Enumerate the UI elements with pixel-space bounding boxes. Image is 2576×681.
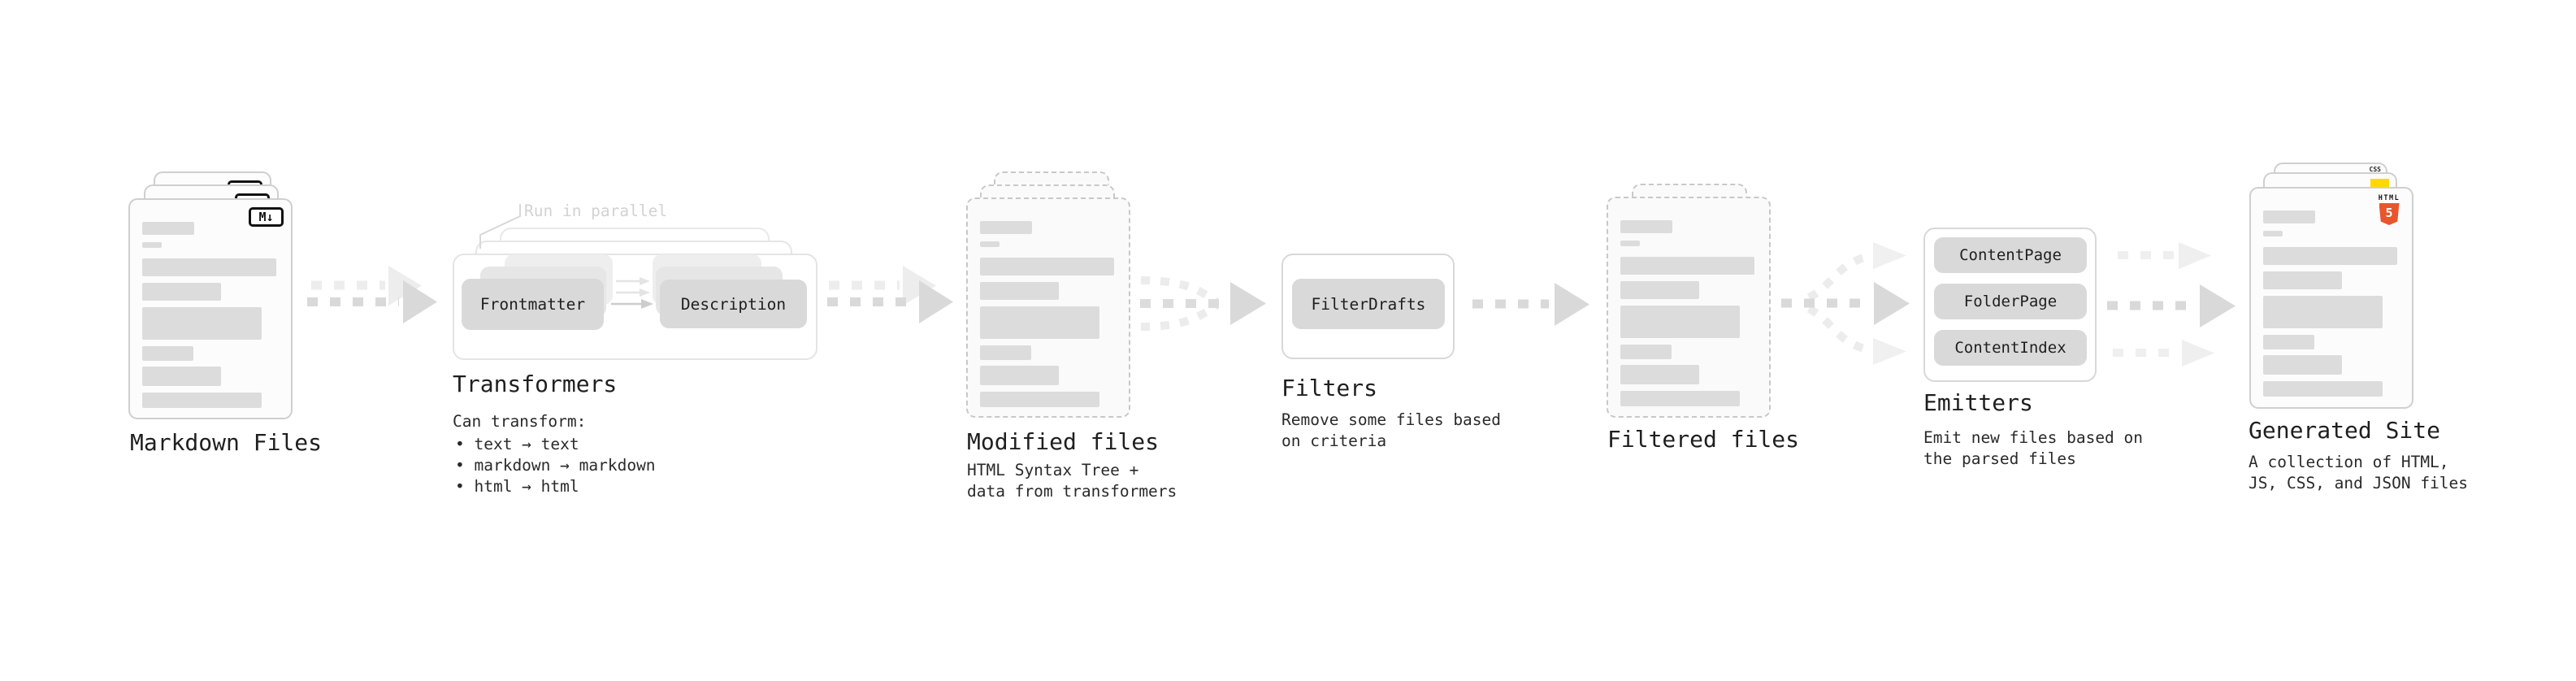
contentpage-pill: ContentPage bbox=[1934, 237, 2087, 273]
bullet-item: text → text bbox=[455, 434, 656, 455]
html5-icon: HTML 5 bbox=[2374, 194, 2405, 225]
arrow-markdown-to-transformers bbox=[307, 266, 437, 323]
modified-files-desc: HTML Syntax Tree + data from transformer… bbox=[967, 461, 1177, 501]
html5-icon-shield: 5 bbox=[2379, 203, 2400, 225]
placeholder-bar bbox=[1620, 220, 1672, 233]
filters-label: Filters bbox=[1281, 375, 1378, 401]
placeholder-bar bbox=[980, 306, 1099, 339]
markdown-file-card-front: M↓ bbox=[128, 198, 293, 419]
placeholder-bar bbox=[980, 282, 1059, 300]
document-placeholder-lines bbox=[980, 221, 1114, 407]
placeholder-bar bbox=[142, 242, 162, 248]
placeholder-bar bbox=[2263, 381, 2383, 397]
document-placeholder-lines bbox=[2263, 210, 2397, 397]
folderpage-pill: FolderPage bbox=[1934, 284, 2087, 319]
placeholder-bar bbox=[2263, 210, 2315, 223]
contentindex-pill: ContentIndex bbox=[1934, 330, 2087, 366]
placeholder-bar bbox=[1620, 257, 1754, 275]
placeholder-bar bbox=[2263, 247, 2397, 265]
placeholder-bar bbox=[1620, 391, 1740, 406]
placeholder-bar bbox=[142, 283, 221, 301]
document-placeholder-lines bbox=[142, 222, 276, 408]
placeholder-bar bbox=[2263, 231, 2283, 236]
markdown-icon: M↓ bbox=[249, 207, 284, 227]
arrow-modified-to-filters bbox=[1140, 276, 1266, 331]
filterdrafts-pill: FilterDrafts bbox=[1292, 279, 1445, 329]
emitters-desc: Emit new files based on the parsed files bbox=[1923, 428, 2144, 468]
arrow-emitters-to-generated bbox=[2107, 242, 2236, 367]
modified-files-label: Modified files bbox=[967, 428, 1160, 455]
arrow-filters-to-filtered bbox=[1472, 283, 1589, 326]
placeholder-bar bbox=[2263, 271, 2342, 289]
html5-icon-word: HTML bbox=[2378, 194, 2400, 202]
bullet-item: html → html bbox=[455, 476, 656, 497]
placeholder-bar bbox=[980, 258, 1114, 275]
transformers-label: Transformers bbox=[453, 371, 618, 397]
placeholder-bar bbox=[2263, 296, 2383, 328]
filtered-files-label: Filtered files bbox=[1607, 426, 1800, 453]
placeholder-bar bbox=[142, 258, 276, 276]
placeholder-bar bbox=[1620, 306, 1740, 338]
generated-site-card-front: HTML 5 bbox=[2249, 187, 2413, 409]
generated-site-label: Generated Site bbox=[2249, 417, 2441, 444]
placeholder-bar bbox=[2263, 335, 2314, 349]
run-in-parallel-callout: Run in parallel bbox=[524, 202, 668, 220]
modified-file-card-front bbox=[966, 197, 1130, 418]
arrow-filtered-to-emitters bbox=[1781, 242, 1910, 365]
filtered-file-card-front bbox=[1607, 197, 1771, 418]
placeholder-bar bbox=[1620, 365, 1699, 384]
frontmatter-pill: Frontmatter bbox=[462, 279, 604, 330]
generated-site-desc: A collection of HTML, JS, CSS, and JSON … bbox=[2249, 453, 2469, 492]
transformers-desc-title: Can transform: bbox=[453, 412, 587, 431]
arrow-transformers-to-modified bbox=[827, 266, 953, 323]
placeholder-bar bbox=[142, 222, 194, 235]
placeholder-bar bbox=[142, 393, 262, 408]
placeholder-bar bbox=[980, 241, 1000, 247]
filters-desc: Remove some files based on criteria bbox=[1281, 410, 1502, 450]
placeholder-bar bbox=[980, 392, 1099, 407]
markdown-files-label: Markdown Files bbox=[130, 429, 323, 456]
placeholder-bar bbox=[142, 367, 221, 386]
placeholder-bar bbox=[1620, 241, 1640, 246]
bullet-item: markdown → markdown bbox=[455, 455, 655, 476]
placeholder-bar bbox=[980, 366, 1059, 385]
placeholder-bar bbox=[142, 346, 193, 361]
emitters-label: Emitters bbox=[1923, 389, 2033, 416]
placeholder-bar bbox=[980, 221, 1032, 234]
placeholder-bar bbox=[980, 345, 1031, 360]
description-pill: Description bbox=[660, 280, 807, 328]
placeholder-bar bbox=[1620, 281, 1699, 299]
placeholder-bar bbox=[142, 307, 262, 340]
placeholder-bar bbox=[1620, 345, 1672, 359]
document-placeholder-lines bbox=[1620, 220, 1754, 406]
transformers-bullet-list: text → text markdown → markdown html → h… bbox=[455, 434, 656, 497]
placeholder-bar bbox=[2263, 355, 2342, 375]
